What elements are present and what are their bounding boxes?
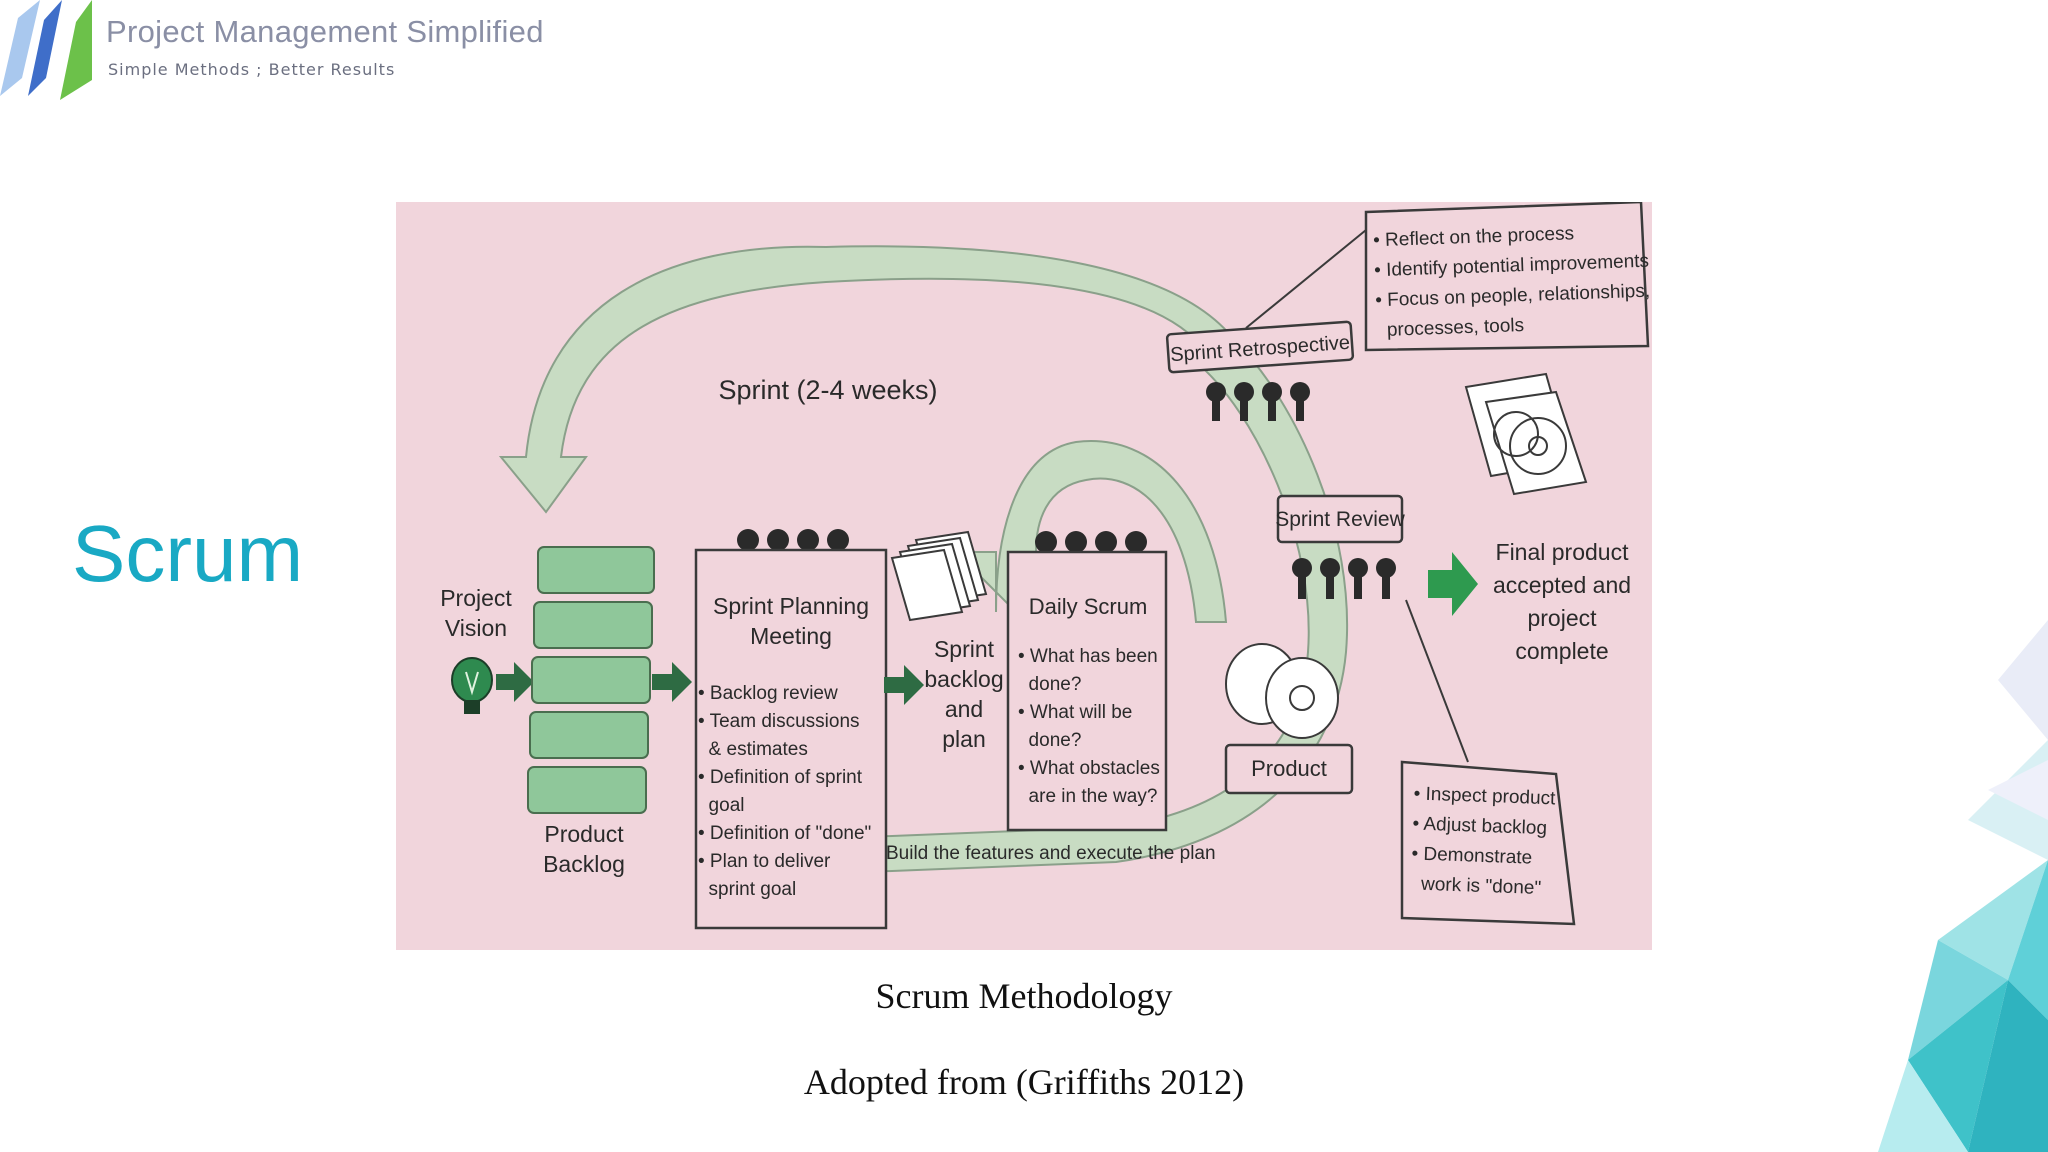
review-to-final-arrow: [1428, 552, 1478, 616]
planning-to-sprint-backlog-arrow: [884, 665, 924, 705]
project-vision-line2: Vision: [445, 615, 507, 641]
vision-to-backlog-arrow: [496, 662, 534, 702]
product-backlog-line1: Product: [544, 821, 624, 847]
sprint-backlog-line1: Sprint: [934, 636, 995, 662]
sprint-planning-title-line1: Sprint Planning: [713, 593, 869, 619]
sprint-planning-title-line2: Meeting: [750, 623, 832, 649]
retrospective-notes-box: [1364, 202, 1650, 352]
figure-caption: Scrum Methodology: [875, 976, 1173, 1016]
planning-item: goal: [698, 795, 744, 816]
brand-subtitle: Simple Methods ; Better Results: [108, 60, 396, 79]
brand-title: Project Management Simplified: [106, 14, 544, 49]
daily-scrum-item: done?: [1018, 674, 1081, 695]
review-note: work is "done": [1410, 873, 1541, 899]
planning-item: • Definition of sprint: [698, 767, 863, 788]
decorative-corner: [1878, 620, 2048, 1152]
brand-logo: [0, 0, 92, 100]
daily-scrum-item: done?: [1018, 730, 1081, 751]
product-box: [1224, 743, 1354, 795]
product-backlog-stack: [527, 546, 655, 814]
lightbulb-icon: [451, 657, 493, 714]
final-product-line4: complete: [1515, 638, 1608, 664]
sprint-planning-list: • Backlog review • Team discussions & es…: [698, 683, 871, 900]
slide-title: Scrum: [72, 509, 304, 598]
final-product-line2: accepted and: [1493, 572, 1631, 598]
sprint-duration-label: Sprint (2-4 weeks): [718, 375, 937, 405]
team-figures-retrospective: [1206, 382, 1310, 421]
planning-item: • Plan to deliver: [698, 851, 831, 872]
final-product-line1: Final product: [1496, 539, 1630, 565]
review-note: • Demonstrate: [1411, 843, 1532, 868]
sprint-backlog-line3: and: [945, 696, 983, 722]
figure-source: Adopted from (Griffiths 2012): [803, 1062, 1245, 1102]
planning-item: sprint goal: [698, 879, 796, 900]
sprint-retrospective-box: [1165, 320, 1355, 374]
daily-scrum-item: • What will be: [1018, 702, 1132, 723]
project-vision-line1: Project: [440, 585, 512, 611]
review-note: • Inspect product: [1413, 783, 1556, 809]
sprint-planning-box: [694, 548, 888, 930]
sprint-review-box: [1276, 494, 1404, 544]
sprint-backlog-line2: backlog: [924, 666, 1003, 692]
daily-scrum-item: are in the way?: [1018, 786, 1157, 807]
product-label: Product: [1251, 756, 1327, 781]
planning-item: • Definition of "done": [698, 823, 871, 844]
daily-scrum-title: Daily Scrum: [1029, 594, 1148, 619]
sprint-review-label: Sprint Review: [1275, 508, 1405, 531]
daily-scrum-item: • What has been: [1018, 646, 1158, 667]
sprint-backlog-line4: plan: [942, 726, 985, 752]
product-backlog-line2: Backlog: [543, 851, 625, 877]
backlog-to-planning-arrow: [652, 662, 692, 702]
review-notes-box: [1400, 760, 1576, 926]
product-disc-icon: [1225, 643, 1339, 739]
planning-item: • Team discussions: [698, 711, 860, 732]
planning-item: • Backlog review: [698, 683, 838, 704]
planning-item: & estimates: [698, 739, 808, 760]
daily-scrum-box: [1006, 550, 1168, 832]
scrum-diagram: Sprint (2-4 weeks) Project Vision Produc…: [396, 202, 1652, 950]
daily-scrum-list: • What has been done? • What will be don…: [1018, 646, 1160, 807]
review-note: • Adjust backlog: [1412, 813, 1547, 839]
build-features-label: Build the features and execute the plan: [886, 843, 1216, 864]
retrospective-note: processes, tools: [1376, 315, 1524, 341]
daily-scrum-item: • What obstacles: [1018, 758, 1160, 779]
sprint-cycle-arrow: [498, 245, 1238, 514]
sprint-backlog-papers-icon: [890, 530, 988, 622]
team-figures-review: [1292, 558, 1396, 599]
final-product-disc-icon: [1464, 372, 1588, 496]
review-notes-list: • Inspect product • Adjust backlog • Dem…: [1410, 783, 1556, 899]
final-product-line3: project: [1527, 605, 1597, 631]
